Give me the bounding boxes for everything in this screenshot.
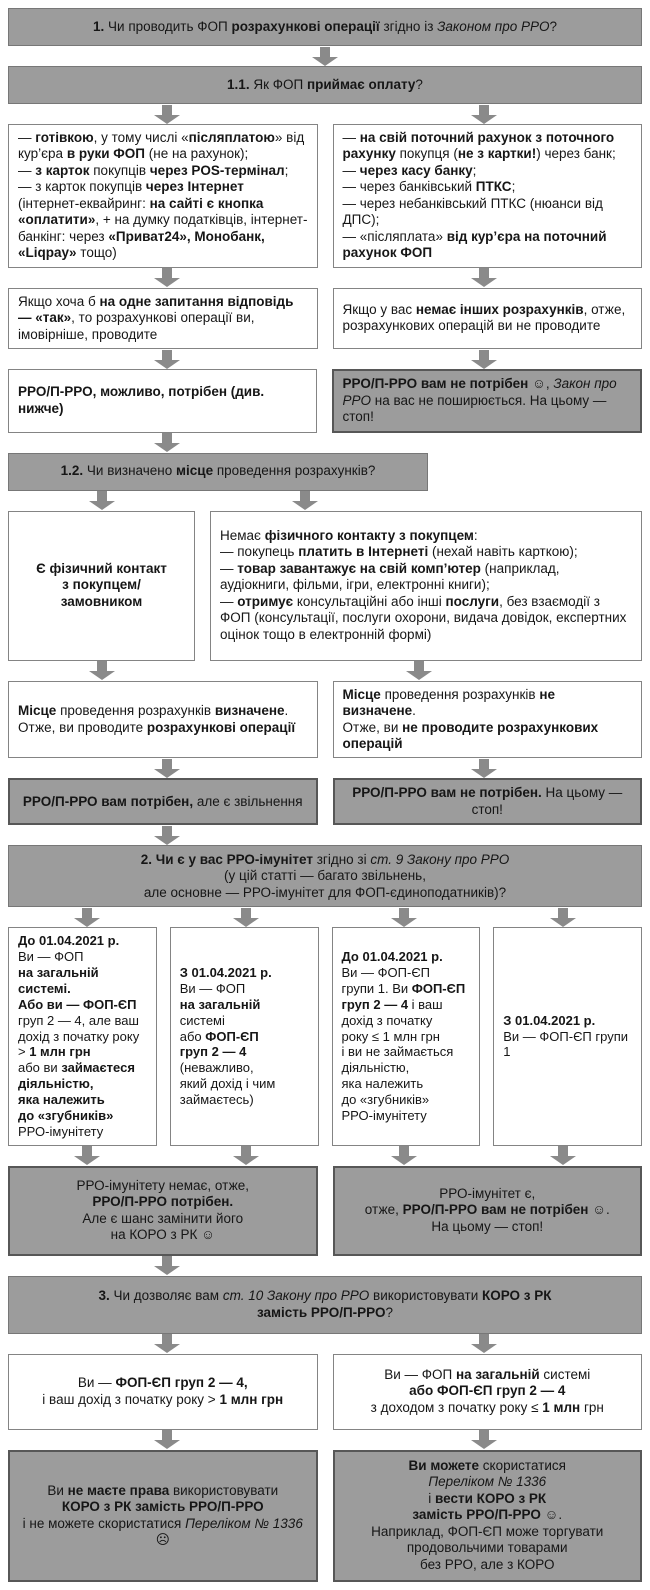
conclusion-no-text: Якщо у вас немає інших розрахунків, отже… — [342, 301, 626, 334]
result3-immunity-box: РРО-імунітет є,отже, РРО/П-РРО вам не по… — [332, 1165, 642, 1256]
q1-2-banner: 1.2. Чи визначено місце проведення розра… — [8, 452, 428, 491]
result2-not-needed-text: РРО/П-РРО вам не потрібен. На цьому — ст… — [352, 785, 623, 817]
arrow-down-icon — [232, 907, 260, 927]
arrow-down-icon — [470, 349, 498, 369]
arrow-down-icon — [153, 1256, 181, 1276]
arrow-row — [8, 825, 642, 845]
result2-needed-box: РРО/П-РРО вам потрібен, але є звільнення — [8, 778, 318, 826]
arrow-down-icon — [549, 1146, 577, 1166]
payment-cash-text: — готівкою, у тому числі «післяплатою» в… — [18, 130, 308, 261]
arrow-row — [8, 433, 642, 453]
arrow-down-icon — [88, 661, 116, 681]
place-defined-box: Місце проведення розрахунків визначене.О… — [8, 680, 318, 759]
arrow-down-icon — [405, 661, 433, 681]
conclusion-yes-text: Якщо хоча б на одне запитання відповідь … — [18, 293, 294, 342]
arrow-down-icon — [153, 433, 181, 453]
conclusion-yes-box: Якщо хоча б на одне запитання відповідь … — [8, 287, 318, 350]
arrow-row — [8, 1146, 642, 1166]
arrow-down-icon — [470, 104, 498, 124]
q1-1-banner: 1.1. Як ФОП приймає оплату? — [8, 66, 642, 104]
q1-banner: 1. Чи проводить ФОП розрахункові операці… — [8, 8, 642, 46]
arrow-down-icon — [153, 104, 181, 124]
immunity-col4-box: З 01.04.2021 р.Ви — ФОП-ЄП групи 1 — [493, 927, 642, 1146]
arrow-row — [8, 46, 642, 66]
arrow-row — [8, 758, 642, 778]
arrow-down-icon — [153, 268, 181, 288]
arrow-down-icon — [390, 1146, 418, 1166]
condition-over-limit-box: Ви — ФОП-ЄП груп 2 — 4,і ваш дохід з поч… — [8, 1353, 318, 1430]
arrow-down-icon — [470, 1334, 498, 1354]
payment-cash-box: — готівкою, у тому числі «післяплатою» в… — [8, 124, 318, 268]
arrow-down-icon — [153, 758, 181, 778]
arrow-down-icon — [470, 1430, 498, 1450]
q2-banner: 2. Чи є у вас РРО-імунітет згідно зі ст.… — [8, 845, 642, 908]
result1-not-needed-text: РРО/П-РРО вам не потрібен ☺, Закон про Р… — [342, 376, 617, 425]
arrow-down-icon — [311, 46, 339, 66]
result1-maybe-needed-box: РРО/П-РРО, можливо, потрібен (див. нижче… — [8, 369, 317, 433]
result3-no-immunity-text: РРО-імунітету немає, отже,РРО/П-РРО потр… — [76, 1177, 250, 1243]
arrow-down-icon — [153, 1430, 181, 1450]
arrow-down-icon — [470, 268, 498, 288]
arrow-row — [8, 1430, 642, 1450]
q1-2-banner-text: 1.2. Чи визначено місце проведення розра… — [60, 463, 376, 479]
arrow-down-icon — [73, 1146, 101, 1166]
result1-maybe-needed-text: РРО/П-РРО, можливо, потрібен (див. нижче… — [18, 384, 265, 416]
result3-immunity-text: РРО-імунітет є,отже, РРО/П-РРО вам не по… — [364, 1185, 610, 1234]
q2-banner-text: 2. Чи є у вас РРО-імунітет згідно зі ст.… — [140, 851, 510, 900]
arrow-down-icon — [88, 491, 116, 511]
conclusion-no-box: Якщо у вас немає інших розрахунків, отже… — [332, 287, 642, 350]
result1-not-needed-box: РРО/П-РРО вам не потрібен ☺, Закон про Р… — [331, 369, 642, 433]
arrow-down-icon — [390, 907, 418, 927]
arrow-row — [8, 104, 642, 124]
arrow-down-icon — [470, 758, 498, 778]
arrow-down-icon — [232, 1146, 260, 1166]
condition-over-limit-text: Ви — ФОП-ЄП груп 2 — 4,і ваш дохід з поч… — [42, 1375, 284, 1407]
place-not-defined-text: Місце проведення розрахунків не визначен… — [342, 686, 599, 751]
arrow-row — [8, 491, 642, 511]
result3-no-immunity-box: РРО-імунітету немає, отже,РРО/П-РРО потр… — [8, 1165, 318, 1256]
arrow-row — [8, 907, 642, 927]
payment-account-text: — на свій поточний рахунок з поточного р… — [342, 130, 616, 261]
payment-account-box: — на свій поточний рахунок з поточного р… — [332, 124, 642, 268]
arrow-down-icon — [153, 349, 181, 369]
q3-banner-text: 3. Чи дозволяє вам ст. 10 Закону про РРО… — [98, 1288, 552, 1320]
arrow-row — [8, 1334, 642, 1354]
place-not-defined-box: Місце проведення розрахунків не визначен… — [332, 680, 642, 759]
place-defined-text: Місце проведення розрахунків визначене.О… — [18, 703, 296, 735]
arrow-down-icon — [549, 907, 577, 927]
arrow-row — [8, 268, 642, 288]
arrow-down-icon — [291, 491, 319, 511]
q1-1-banner-text: 1.1. Як ФОП приймає оплату? — [227, 76, 423, 92]
arrow-down-icon — [153, 1334, 181, 1354]
contact-no-box: Немає фізичного контакту з покупцем:— по… — [210, 510, 642, 661]
arrow-row — [8, 349, 642, 369]
arrow-row — [8, 1256, 642, 1276]
immunity-col4-text: З 01.04.2021 р.Ви — ФОП-ЄП групи 1 — [503, 1012, 629, 1060]
arrow-down-icon — [153, 825, 181, 845]
result2-needed-text: РРО/П-РРО вам потрібен, але є звільнення — [22, 793, 303, 809]
q3-banner: 3. Чи дозволяє вам ст. 10 Закону про РРО… — [8, 1275, 642, 1334]
q1-banner-text: 1. Чи проводить ФОП розрахункові операці… — [93, 18, 557, 34]
arrow-row — [8, 661, 642, 681]
arrow-down-icon — [73, 907, 101, 927]
result2-not-needed-box: РРО/П-РРО вам не потрібен. На цьому — ст… — [332, 778, 642, 826]
contact-no-text: Немає фізичного контакту з покупцем:— по… — [220, 527, 627, 642]
